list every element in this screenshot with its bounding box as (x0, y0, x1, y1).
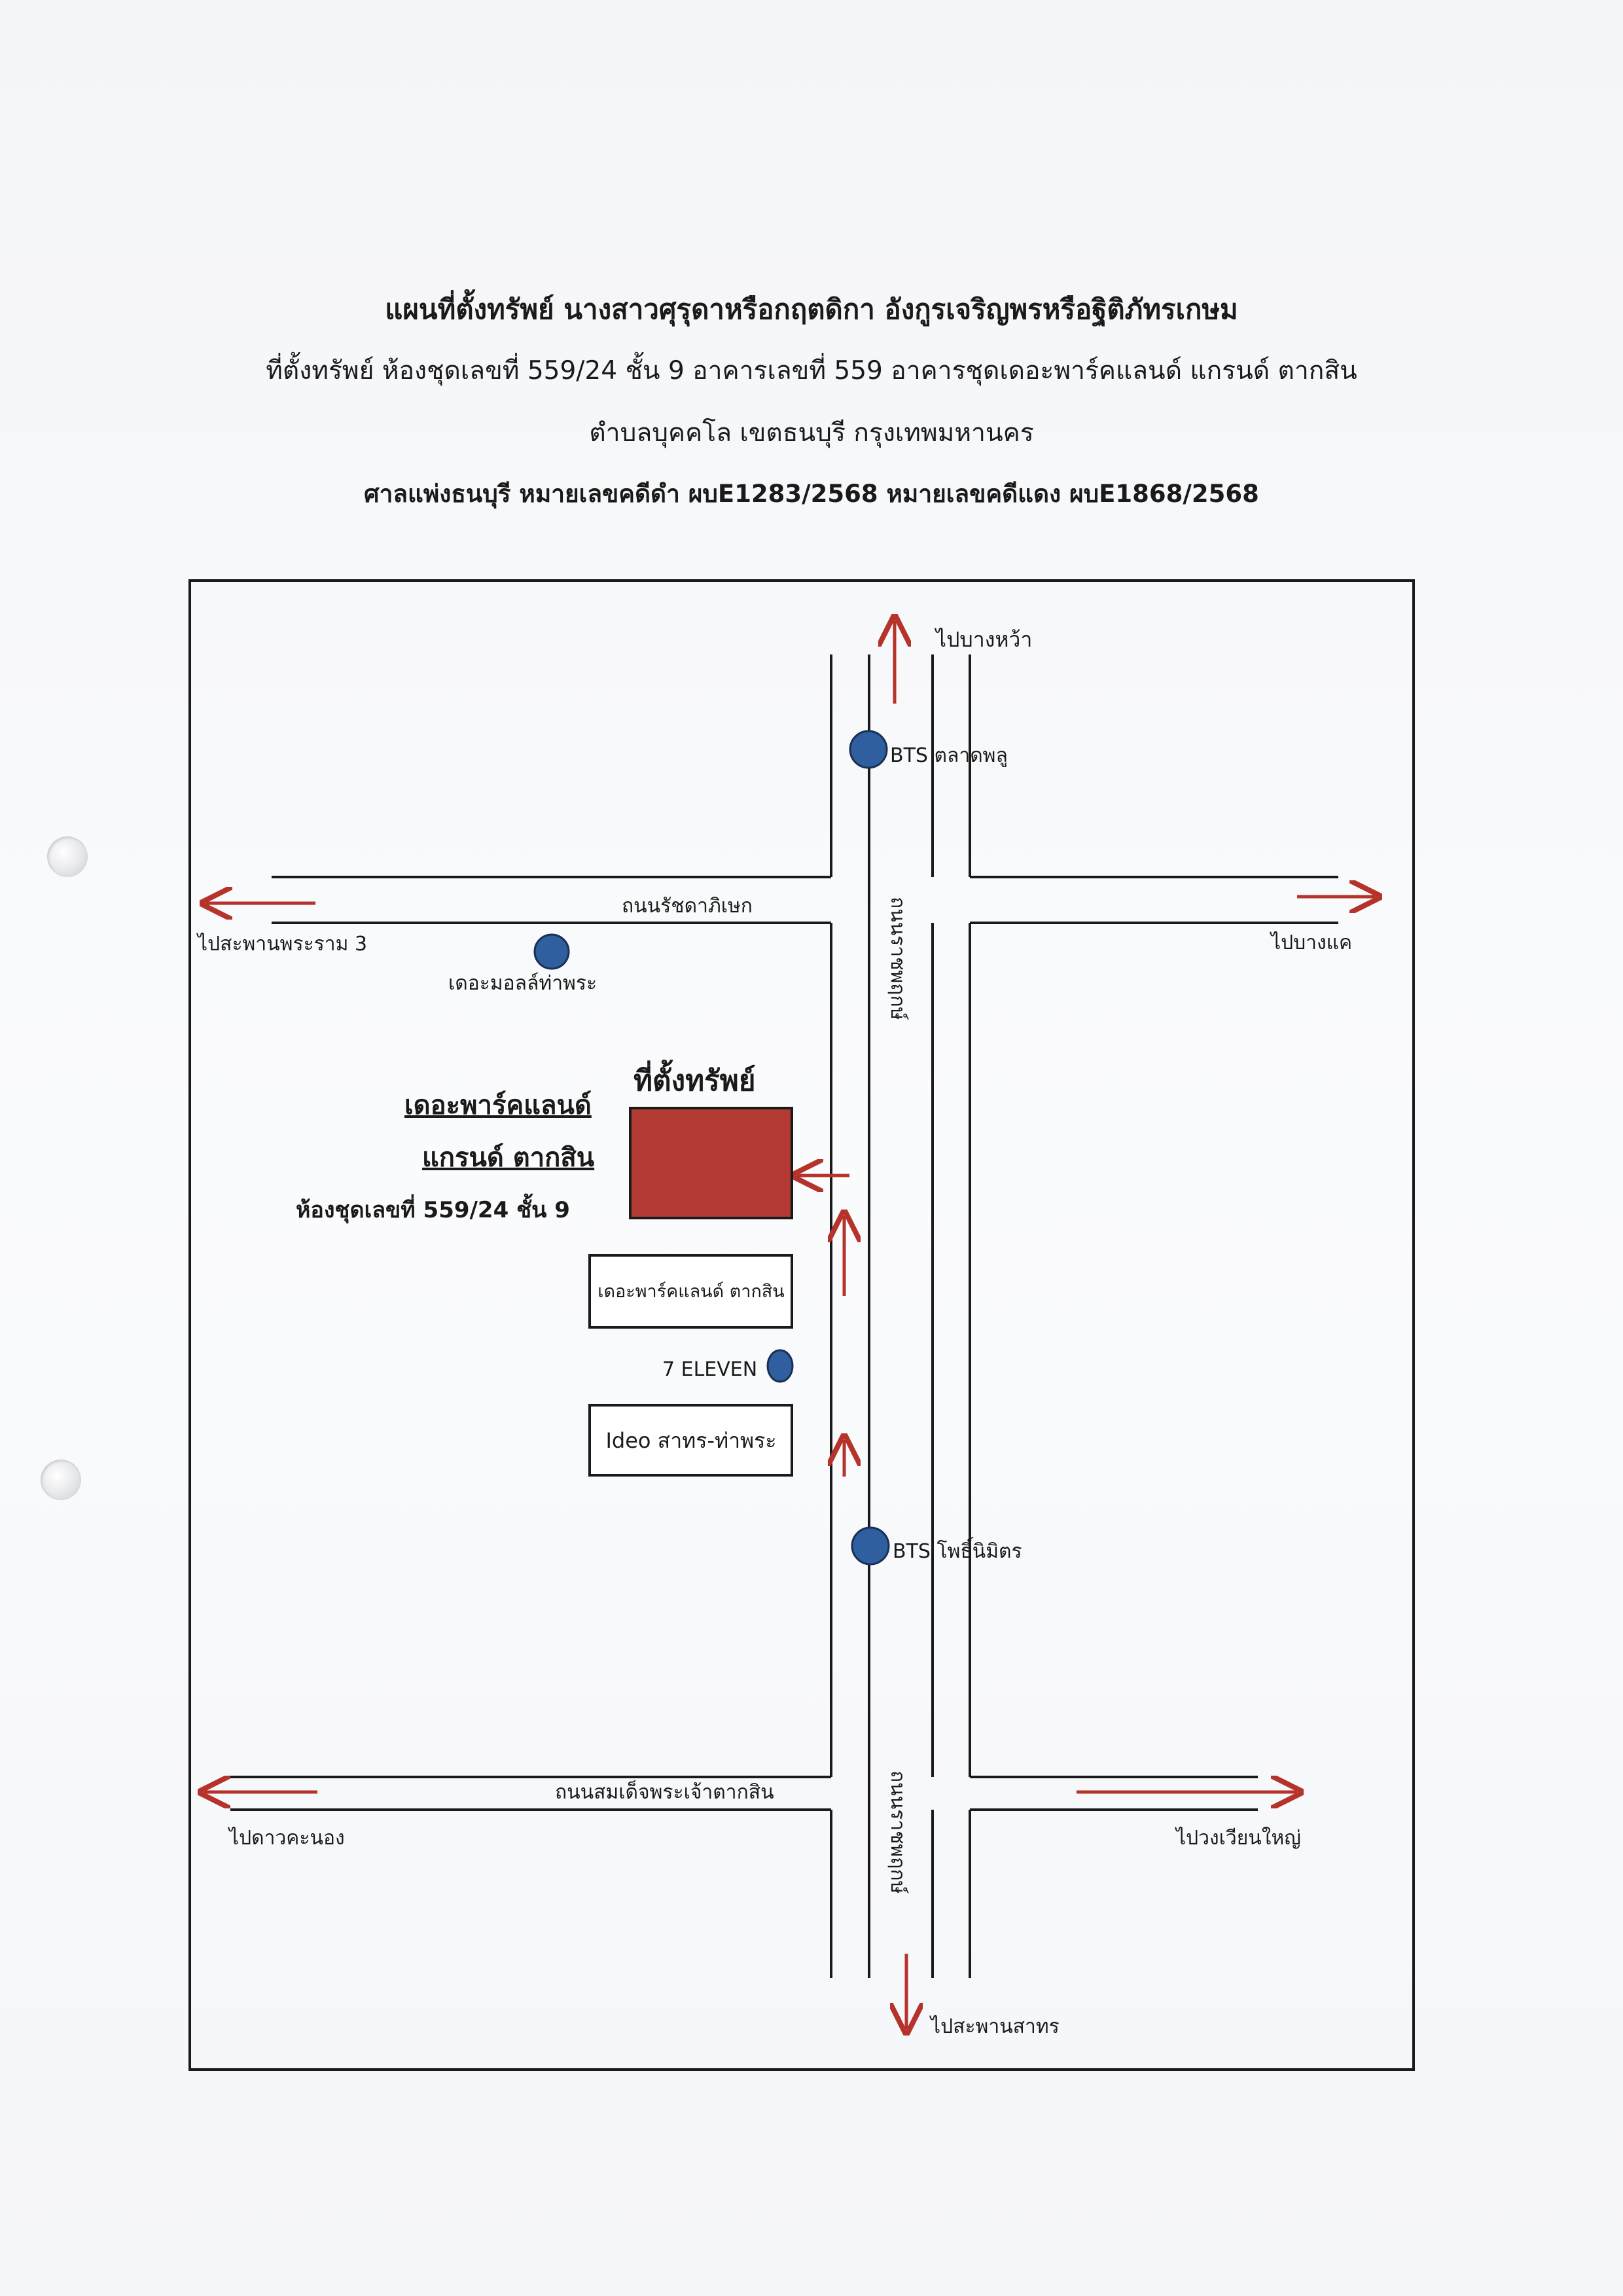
bts-talat-phlu-marker (849, 730, 888, 769)
the-mall-marker (533, 933, 570, 970)
district-line: ตำบลบุคคโล เขตธนบุรี กรุงเทพมหานคร (589, 418, 1034, 448)
punch-hole-top (47, 836, 88, 877)
label-bts-talat-phlu: BTS ตลาดพลู (890, 744, 1008, 767)
label-taksin-road: ถนนสมเด็จพระเจ้าตากสิน (555, 1780, 774, 1804)
seven-eleven-marker (766, 1349, 794, 1383)
parkland-box (588, 1254, 793, 1329)
map-frame (188, 579, 1415, 2071)
vertical-road (830, 655, 971, 1978)
court-case-line: ศาลแพ่งธนบุรี หมายเลขคดีดำ ผบE1283/2568 … (364, 480, 1259, 508)
label-ideo-box: Ideo สาทร-ท่าพระ (605, 1428, 776, 1453)
document-title: แผนที่ตั้งทรัพย์ นางสาวศุรุดาหรือกฤตดิกา… (385, 293, 1238, 325)
label-building-name-2: แกรนด์ ตากสิน (422, 1143, 594, 1173)
label-ratchada-road: ถนนรัชดาภิเษก (622, 895, 753, 918)
ideo-box (588, 1404, 793, 1477)
label-unit-info: ห้องชุดเลขที่ 559/24 ชั้น 9 (296, 1193, 570, 1224)
label-seven-eleven: 7 ELEVEN (662, 1358, 757, 1381)
label-to-dao-khanong: ไปดาวคะนอง (228, 1826, 345, 1850)
punch-hole-bottom (41, 1460, 81, 1500)
label-to-rama3-bridge: ไปสะพานพระราม 3 (196, 932, 367, 956)
taksin-road-lines (230, 1776, 1258, 1811)
label-to-bang-wa: ไปบางหว้า (934, 627, 1032, 652)
bts-pho-nimit-marker (851, 1526, 890, 1566)
ratchada-road-lines (272, 876, 1338, 924)
label-to-wongwian-yai: ไปวงเวียนใหญ่ (1175, 1826, 1301, 1850)
label-bts-pho-nimit: BTS โพธิ์นิมิตร (893, 1537, 1022, 1563)
label-parkland-box: เดอะพาร์คแลนด์ ตากสิน (597, 1281, 785, 1302)
label-ratchaphruek-upper: ถนนราชพฤกษ์ (886, 897, 909, 1020)
label-ratchaphruek-lower: ถนนราชพฤกษ์ (886, 1770, 909, 1893)
property-block (629, 1107, 793, 1219)
property-address-line: ที่ตั้งทรัพย์ ห้องชุดเลขที่ 559/24 ชั้น … (266, 356, 1357, 386)
label-building-name-1: เดอะพาร์คแลนด์ (404, 1090, 592, 1121)
label-to-bang-khae: ไปบางแค (1270, 931, 1352, 954)
label-the-mall: เดอะมอลล์ท่าพระ (448, 972, 597, 995)
label-property-location: ที่ตั้งทรัพย์ (633, 1059, 755, 1098)
label-to-sathorn-bridge: ไปสะพานสาทร (929, 2015, 1060, 2038)
